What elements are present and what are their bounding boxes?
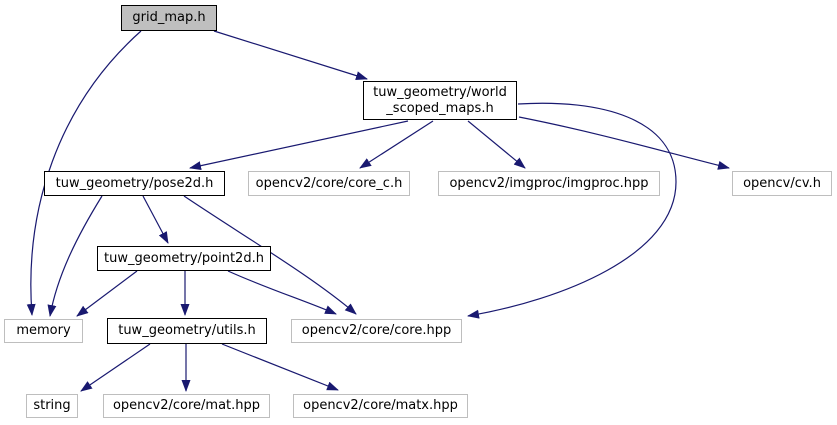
edge-world-scoped-maps-h-to-cv-h [518,116,730,170]
node-label: opencv2/core/core_c.h [255,175,403,191]
edge-utils-h-to-string [80,343,151,392]
edge-pose2d-h-to-memory [47,195,103,317]
edge-world-scoped-maps-h-to-core-c-h [359,120,434,169]
node-point2d-h[interactable]: tuw_geometry/point2d.h [97,246,271,271]
edge-grid-map-h-to-world-scoped-maps-h [213,30,368,81]
node-memory: memory [4,319,83,343]
edge-grid-map-h-to-memory [26,30,142,316]
node-label: opencv2/core/mat.hpp [112,398,261,413]
node-label: tuw_geometry/world [373,84,507,100]
node-label: opencv2/core/matx.hpp [303,398,458,413]
node-mat-hpp: opencv2/core/mat.hpp [103,394,270,418]
node-matx-hpp: opencv2/core/matx.hpp [293,394,468,418]
node-label: grid_map.h [132,10,206,25]
node-core-hpp: opencv2/core/core.hpp [291,319,462,343]
node-world-scoped-maps-h[interactable]: tuw_geometry/world_scoped_maps.h [363,81,517,120]
node-label: string [33,398,71,413]
edge-pose2d-h-to-core-hpp [183,195,357,315]
node-label: memory [16,323,71,338]
edge-point2d-h-to-memory [76,270,138,317]
node-label: _scoped_maps.h [386,100,494,116]
node-label: opencv2/imgproc/imgproc.hpp [449,175,649,191]
node-imgproc-hpp: opencv2/imgproc/imgproc.hpp [438,171,660,196]
edge-world-scoped-maps-h-to-pose2d-h [189,120,409,171]
node-string: string [26,394,78,418]
node-core-c-h: opencv2/core/core_c.h [248,171,410,196]
node-grid-map-h: grid_map.h [121,5,217,31]
node-cv-h: opencv/cv.h [732,171,832,196]
node-label: tuw_geometry/utils.h [118,323,256,338]
edge-world-scoped-maps-h-to-imgproc-hpp [467,120,526,169]
node-pose2d-h[interactable]: tuw_geometry/pose2d.h [44,171,225,196]
node-label: opencv2/core/core.hpp [301,323,452,338]
edge-utils-h-to-matx-hpp [221,343,339,391]
node-label: tuw_geometry/point2d.h [104,250,264,266]
edge-pose2d-h-to-point2d-h [142,195,169,244]
edge-world-scoped-maps-h-to-core-hpp [467,102,677,319]
edge-point2d-h-to-core-hpp [227,270,337,315]
node-label: opencv/cv.h [743,175,821,191]
node-label: tuw_geometry/pose2d.h [55,175,214,191]
node-utils-h[interactable]: tuw_geometry/utils.h [107,318,267,344]
